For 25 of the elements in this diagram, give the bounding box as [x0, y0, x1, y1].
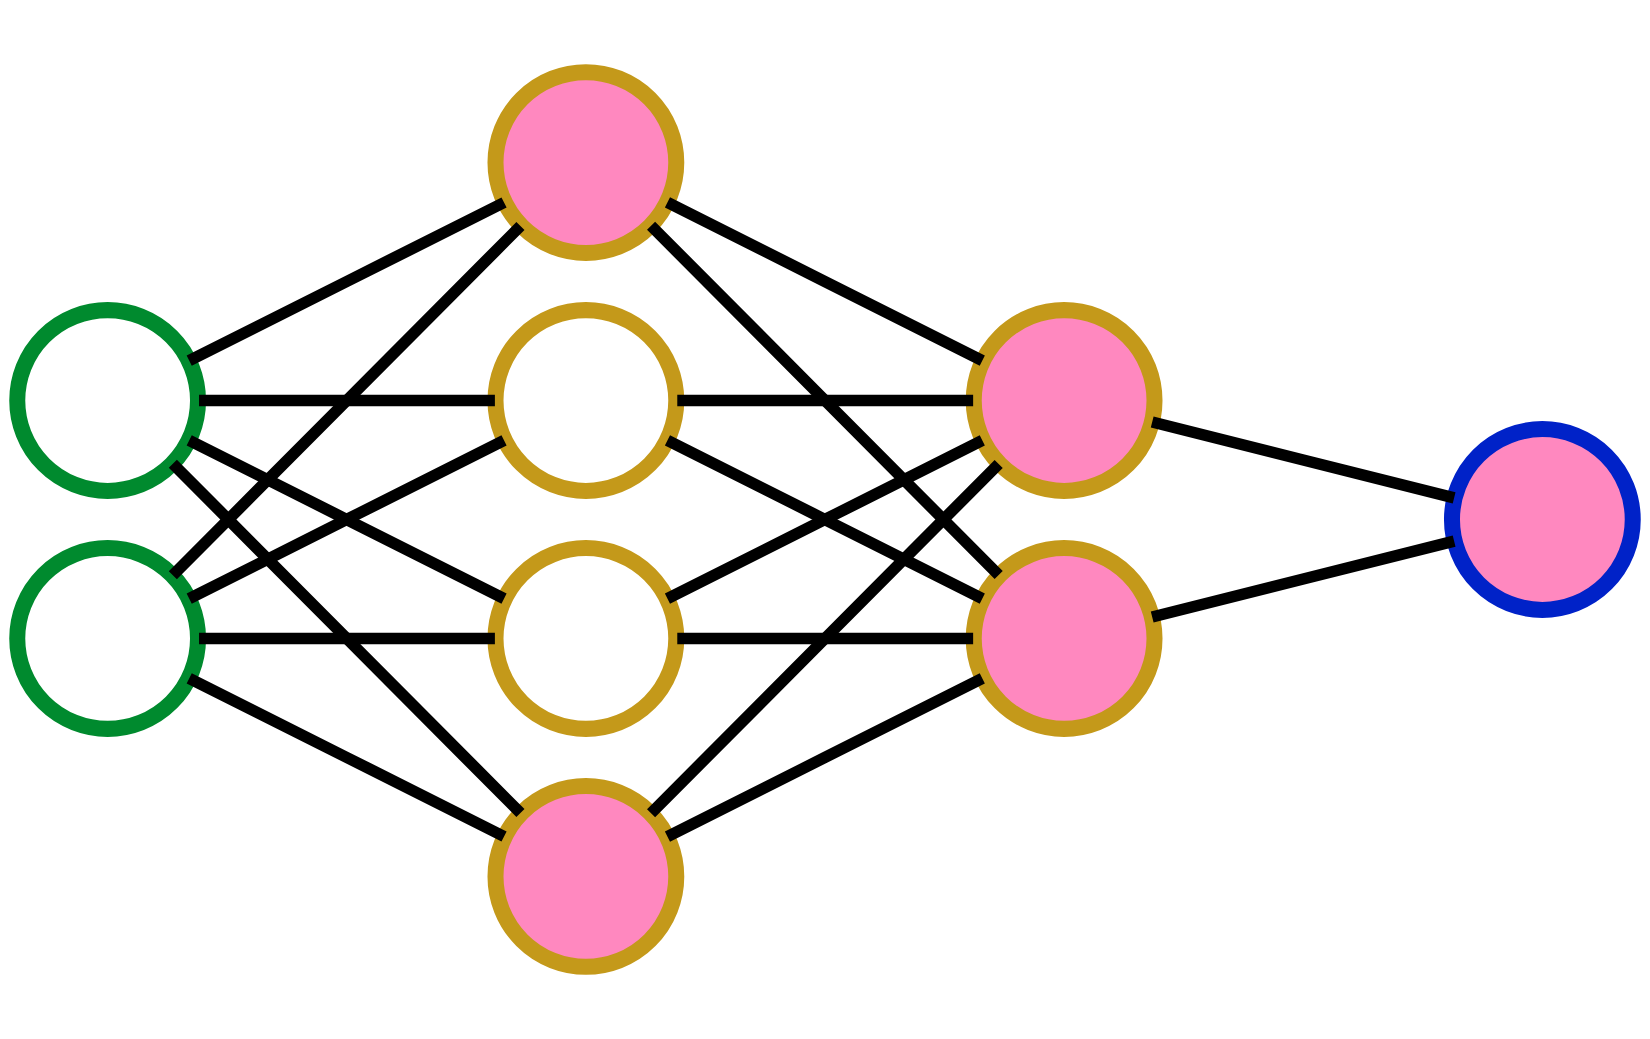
connector	[677, 632, 974, 645]
connector	[664, 673, 985, 842]
connector	[186, 435, 507, 604]
node-circle	[487, 540, 685, 737]
connector	[677, 394, 974, 407]
connector	[1150, 416, 1456, 504]
connector	[199, 394, 495, 407]
connector	[168, 459, 525, 818]
connector	[186, 673, 507, 842]
node-circle	[1443, 421, 1641, 618]
node-circle	[487, 302, 685, 499]
node-circle	[9, 302, 207, 499]
node-circle	[9, 540, 207, 737]
connector	[664, 197, 985, 366]
connector	[1150, 535, 1456, 623]
connector	[186, 197, 507, 366]
connector	[664, 435, 985, 604]
node-circle	[487, 778, 685, 975]
node-circle	[965, 540, 1163, 737]
connector	[647, 459, 1003, 818]
node-circle	[487, 64, 685, 261]
connector	[647, 221, 1003, 580]
connector	[168, 221, 525, 580]
connector	[199, 632, 495, 645]
node-circle	[965, 302, 1163, 499]
